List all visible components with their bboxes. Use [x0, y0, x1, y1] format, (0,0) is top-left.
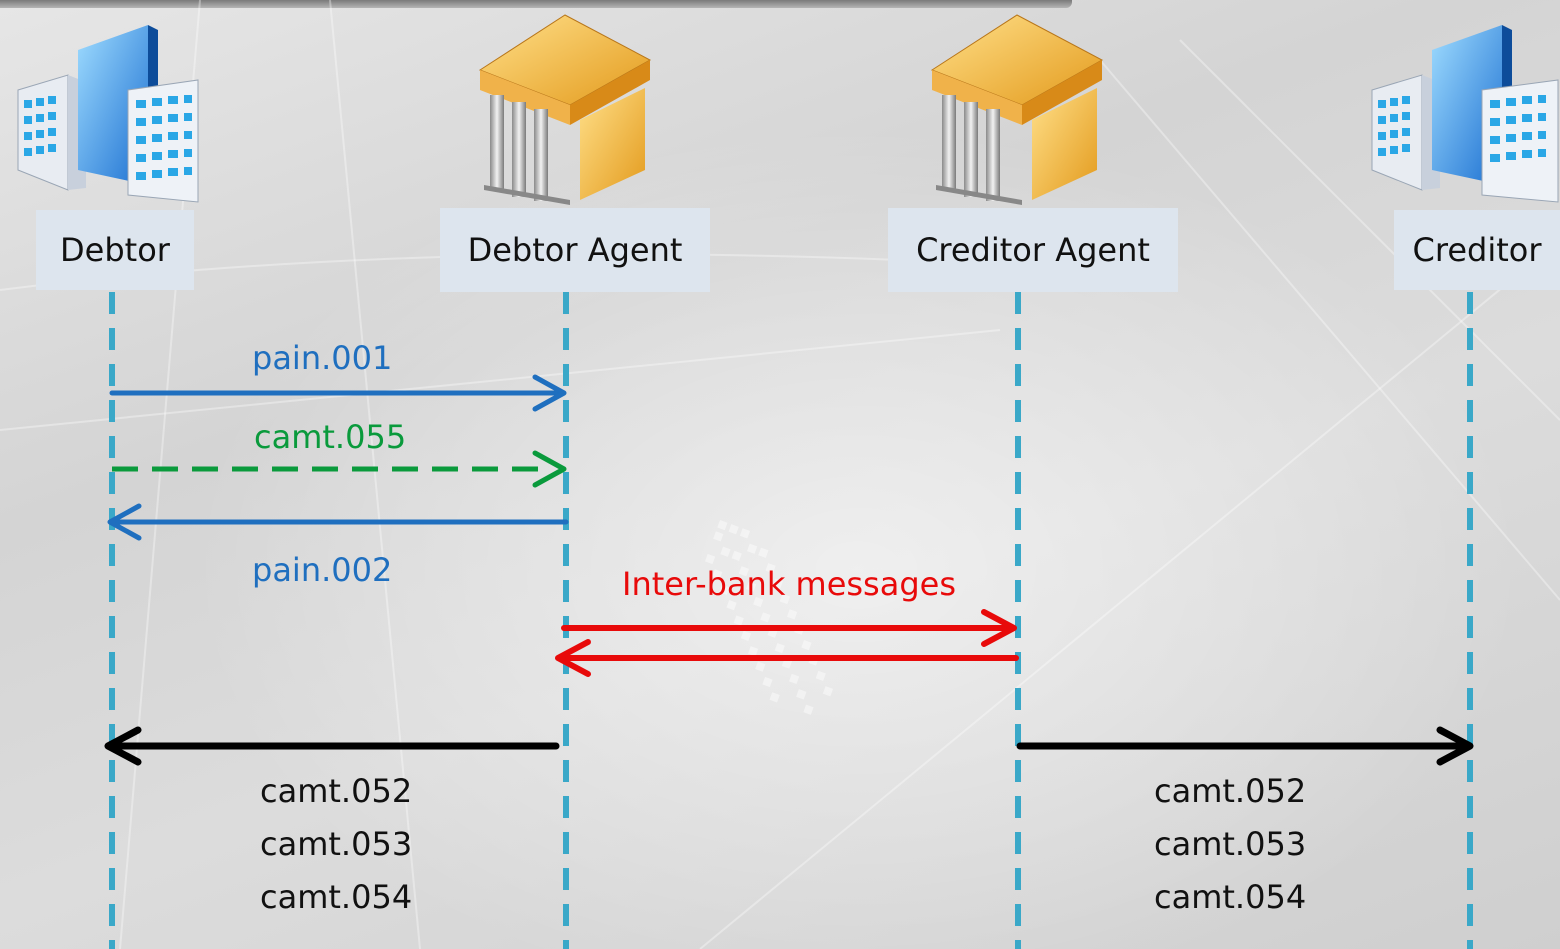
arrow-inter-bank-left [555, 639, 1019, 677]
label-pain-001: pain.001 [252, 339, 393, 377]
actor-debtor-agent-label: Debtor Agent [440, 208, 710, 292]
report-label: camt.053 [1154, 825, 1307, 863]
office-buildings-icon [17, 25, 199, 203]
label-pain-002: pain.002 [252, 551, 393, 589]
arrow-reports-to-creditor [1016, 726, 1474, 766]
reports-left-list: camt.052 camt.053 camt.054 [260, 765, 412, 924]
label-camt-055: camt.055 [254, 418, 407, 456]
label-inter-bank: Inter-bank messages [622, 565, 956, 603]
arrow-pain-001 [109, 374, 567, 412]
office-buildings-icon [1371, 25, 1559, 203]
bank-icon [930, 14, 1104, 205]
reports-right-list: camt.052 camt.053 camt.054 [1154, 765, 1306, 924]
report-label: camt.052 [260, 772, 413, 810]
arrow-camt-055 [112, 450, 567, 488]
top-bar [0, 0, 1072, 8]
arrow-pain-002 [107, 503, 569, 541]
arrow-inter-bank-right [561, 609, 1017, 647]
actor-debtor-label: Debtor [36, 210, 194, 290]
report-label: camt.053 [260, 825, 413, 863]
arrow-reports-to-debtor [104, 726, 560, 766]
report-label: camt.054 [260, 878, 413, 916]
bank-icon [478, 14, 652, 205]
report-label: camt.052 [1154, 772, 1307, 810]
actor-creditor-label: Creditor [1394, 210, 1560, 290]
report-label: camt.054 [1154, 878, 1307, 916]
actor-creditor-agent-label: Creditor Agent [888, 208, 1178, 292]
